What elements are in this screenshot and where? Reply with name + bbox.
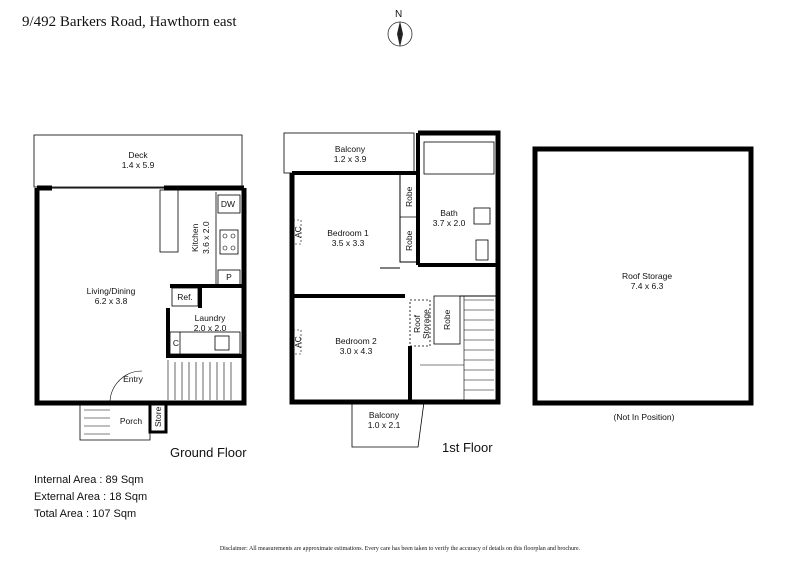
cupboard-label: C <box>172 338 180 348</box>
address-title: 9/492 Barkers Road, Hawthorn east <box>22 14 237 30</box>
roof-storage-label: Roof Storage 7.4 x 6.3 <box>621 271 673 291</box>
not-in-position-note: (Not In Position) <box>613 412 675 422</box>
kitchen-label: Kitchen <box>190 223 200 253</box>
roof-storage-small-label: Roof Storage <box>412 309 431 339</box>
living-dining-label: Living/Dining 6.2 x 3.8 <box>86 286 136 306</box>
ground-floor-label: Ground Floor <box>170 445 247 460</box>
porch-label: Porch <box>119 416 143 426</box>
external-area: External Area : 18 Sqm <box>34 491 148 503</box>
robe-label-1: Robe <box>404 186 414 208</box>
deck-label: Deck 1.4 x 5.9 <box>121 150 155 170</box>
laundry-label: Laundry 2.0 x 2.0 <box>193 313 227 333</box>
balcony-bottom-label: Balcony 1.0 x 2.1 <box>367 410 401 430</box>
robe-label-2: Robe <box>404 230 414 252</box>
internal-area: Internal Area : 89 Sqm <box>34 474 144 486</box>
total-area: Total Area : 107 Sqm <box>34 508 137 520</box>
bedroom2-label: Bedroom 2 3.0 x 4.3 <box>335 336 377 356</box>
bedroom1-label: Bedroom 1 3.5 x 3.3 <box>327 228 369 248</box>
ac-label-1: AC <box>293 226 303 238</box>
balcony-top-label: Balcony 1.2 x 3.9 <box>333 144 367 164</box>
pantry-label: P <box>226 272 232 282</box>
robe-label-3: Robe <box>442 309 452 331</box>
bath-label: Bath 3.7 x 2.0 <box>432 208 466 228</box>
ac-label-2: AC <box>293 336 303 348</box>
deck-outline <box>33 134 243 188</box>
store-label: Store <box>153 406 163 428</box>
compass-north-label: N <box>395 9 403 20</box>
entry-label: Entry <box>123 374 143 384</box>
dw-label: DW <box>220 199 236 209</box>
kitchen-size-label: 3.6 x 2.0 <box>201 221 211 255</box>
fridge-label: Ref. <box>177 292 193 302</box>
disclaimer: Disclaimer: All measurements are approxi… <box>219 546 581 552</box>
first-floor-label: 1st Floor <box>442 440 493 455</box>
north-arrow-icon <box>387 21 413 47</box>
